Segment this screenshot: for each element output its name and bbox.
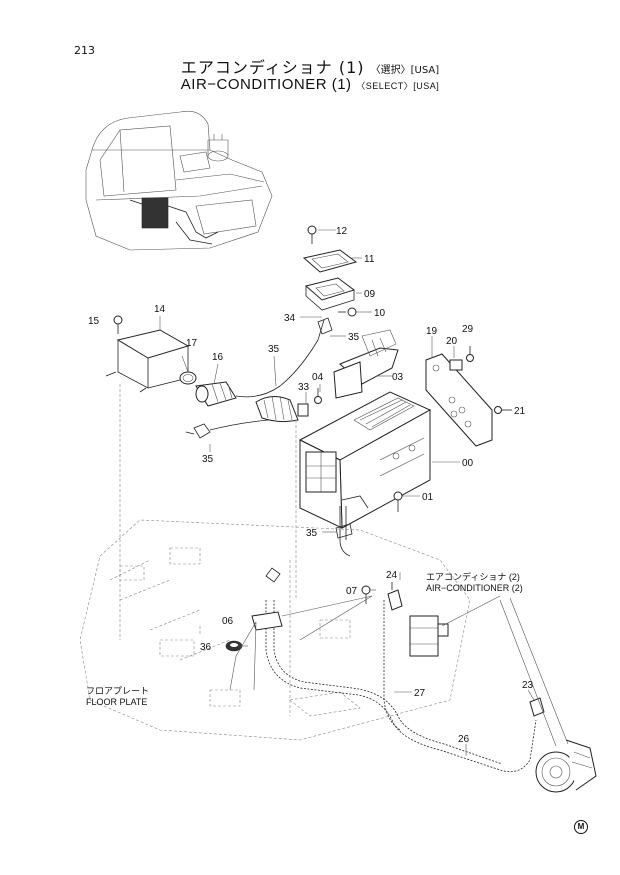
callout-03: 03 [392, 372, 404, 383]
floor-plate-label-jp: フロアプレート [86, 686, 150, 696]
page-number: 213 [74, 44, 95, 57]
m-mark-icon: M [574, 820, 588, 834]
excavator-overview-sketch [85, 110, 273, 251]
floor-plate-label-en: FLOOR PLATE [86, 697, 148, 707]
bolt-21-icon [494, 406, 512, 414]
callout-27: 27 [414, 688, 426, 699]
callout-35-lower: 35 [306, 528, 318, 539]
bracket-14-icon [105, 316, 190, 393]
highlighted-ac-unit-icon [141, 197, 169, 229]
frame-11-icon [302, 249, 362, 273]
callout-16: 16 [212, 352, 224, 363]
callout-20: 20 [446, 336, 458, 347]
callout-23: 23 [522, 680, 534, 691]
callout-36: 36 [200, 642, 212, 653]
receiver-dryer-icon [409, 615, 449, 657]
bolt-12-icon [307, 225, 336, 244]
bracket-09-icon [304, 277, 362, 311]
hose-23-icon [529, 697, 545, 717]
bolt-01-icon [393, 491, 403, 512]
bolt-04-icon [314, 388, 322, 404]
callout-35-upper: 35 [348, 332, 360, 343]
bolt-29-icon [466, 346, 474, 362]
callout-24: 24 [386, 570, 398, 581]
callout-07: 07 [346, 586, 358, 597]
callout-34: 34 [284, 313, 296, 324]
ac-unit-00-icon [298, 391, 432, 529]
floor-plate-outline [79, 519, 471, 741]
connector-24-icon [387, 582, 403, 611]
callout-11: 11 [364, 254, 375, 265]
drain-hose-35-lower-icon [335, 506, 353, 557]
grommet-06-icon [251, 611, 283, 631]
ac2-label: エアコンディショナ (2) AIR−CONDITIONER (2) [426, 572, 523, 594]
duct-03-icon [333, 329, 399, 399]
drain-hose-line [235, 319, 325, 398]
title-japanese: エアコンディショナ (1) 〈選択〉[USA] [0, 54, 620, 78]
clip-34-icon [317, 317, 333, 335]
relay-20-icon [449, 359, 463, 371]
clip-35-left-icon [185, 423, 211, 439]
harness-27-icon [265, 600, 537, 773]
callout-15: 15 [88, 316, 100, 327]
callout-01: 01 [422, 492, 434, 503]
callout-12: 12 [336, 226, 348, 237]
callout-numbers: 12 11 09 10 14 15 34 35 17 16 35 04 03 1… [88, 226, 534, 745]
clamp-17-icon [179, 371, 197, 385]
floor-plate-label: フロアプレート FLOOR PLATE [86, 686, 149, 708]
title-jp-main: エアコンディショナ (1) [180, 58, 365, 77]
callout-00: 00 [462, 458, 474, 469]
bolt-15-icon [113, 315, 123, 334]
bolt-10-icon [338, 307, 372, 317]
grommet-36-icon [225, 640, 243, 652]
callout-35-mid: 35 [268, 344, 280, 355]
harness-connector-icon [265, 567, 281, 583]
title-jp-sub: 〈選択〉[USA] [370, 65, 440, 76]
ac2-label-jp: エアコンディショナ (2) [426, 572, 520, 582]
callout-21: 21 [514, 406, 526, 417]
title-english: AIR−CONDITIONER (1) 〈SELECT〉[USA] [0, 76, 620, 93]
callout-09: 09 [364, 289, 376, 300]
callout-26: 26 [458, 734, 470, 745]
callout-35-left: 35 [202, 454, 214, 465]
duct-16-icon [195, 381, 237, 407]
callout-17: 17 [186, 338, 198, 349]
callout-14: 14 [154, 304, 166, 315]
callout-33: 33 [298, 382, 310, 393]
title-en-sub: 〈SELECT〉[USA] [356, 81, 440, 91]
callout-19: 19 [426, 326, 438, 337]
bracket-19-icon [425, 353, 493, 447]
title-en-main: AIR−CONDITIONER (1) [180, 76, 352, 93]
hose-33-icon [255, 395, 309, 423]
ac2-label-en: AIR−CONDITIONER (2) [426, 583, 523, 593]
compressor-icon [535, 739, 597, 793]
callout-06: 06 [222, 616, 234, 627]
callout-04: 04 [312, 372, 324, 383]
callout-29: 29 [462, 324, 474, 335]
leader-lines [119, 316, 569, 756]
callout-10: 10 [374, 308, 386, 319]
